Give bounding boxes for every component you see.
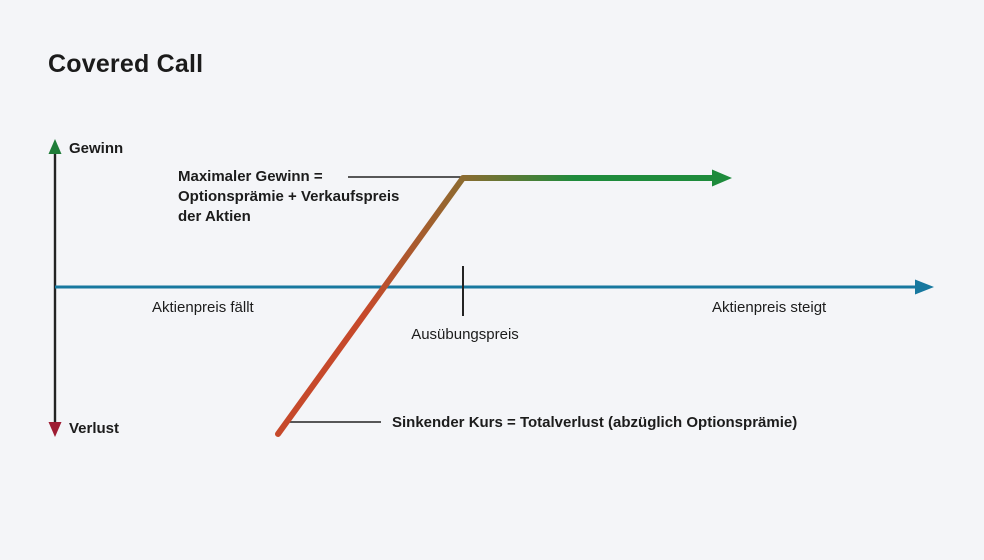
page-title: Covered Call	[48, 50, 204, 78]
max-gain-annotation: Maximaler Gewinn = Optionsprämie + Verka…	[178, 168, 400, 225]
y-axis-bottom-label: Verlust	[69, 420, 120, 437]
strike-price-label: Ausübungspreis	[411, 326, 519, 343]
total-loss-annotation: Sinkender Kurs = Totalverlust (abzüglich…	[392, 414, 798, 431]
x-axis-left-label: Aktienpreis fällt	[152, 299, 254, 316]
payoff-arrowhead-icon	[712, 169, 732, 187]
y-axis-down-arrowhead-icon	[48, 422, 62, 437]
x-axis-arrowhead-icon	[915, 279, 934, 295]
payoff-line	[275, 175, 717, 437]
y-axis-top-label: Gewinn	[69, 140, 124, 157]
x-axis-right-label: Aktienpreis steigt	[712, 299, 827, 316]
y-axis-up-arrowhead-icon	[48, 139, 62, 154]
